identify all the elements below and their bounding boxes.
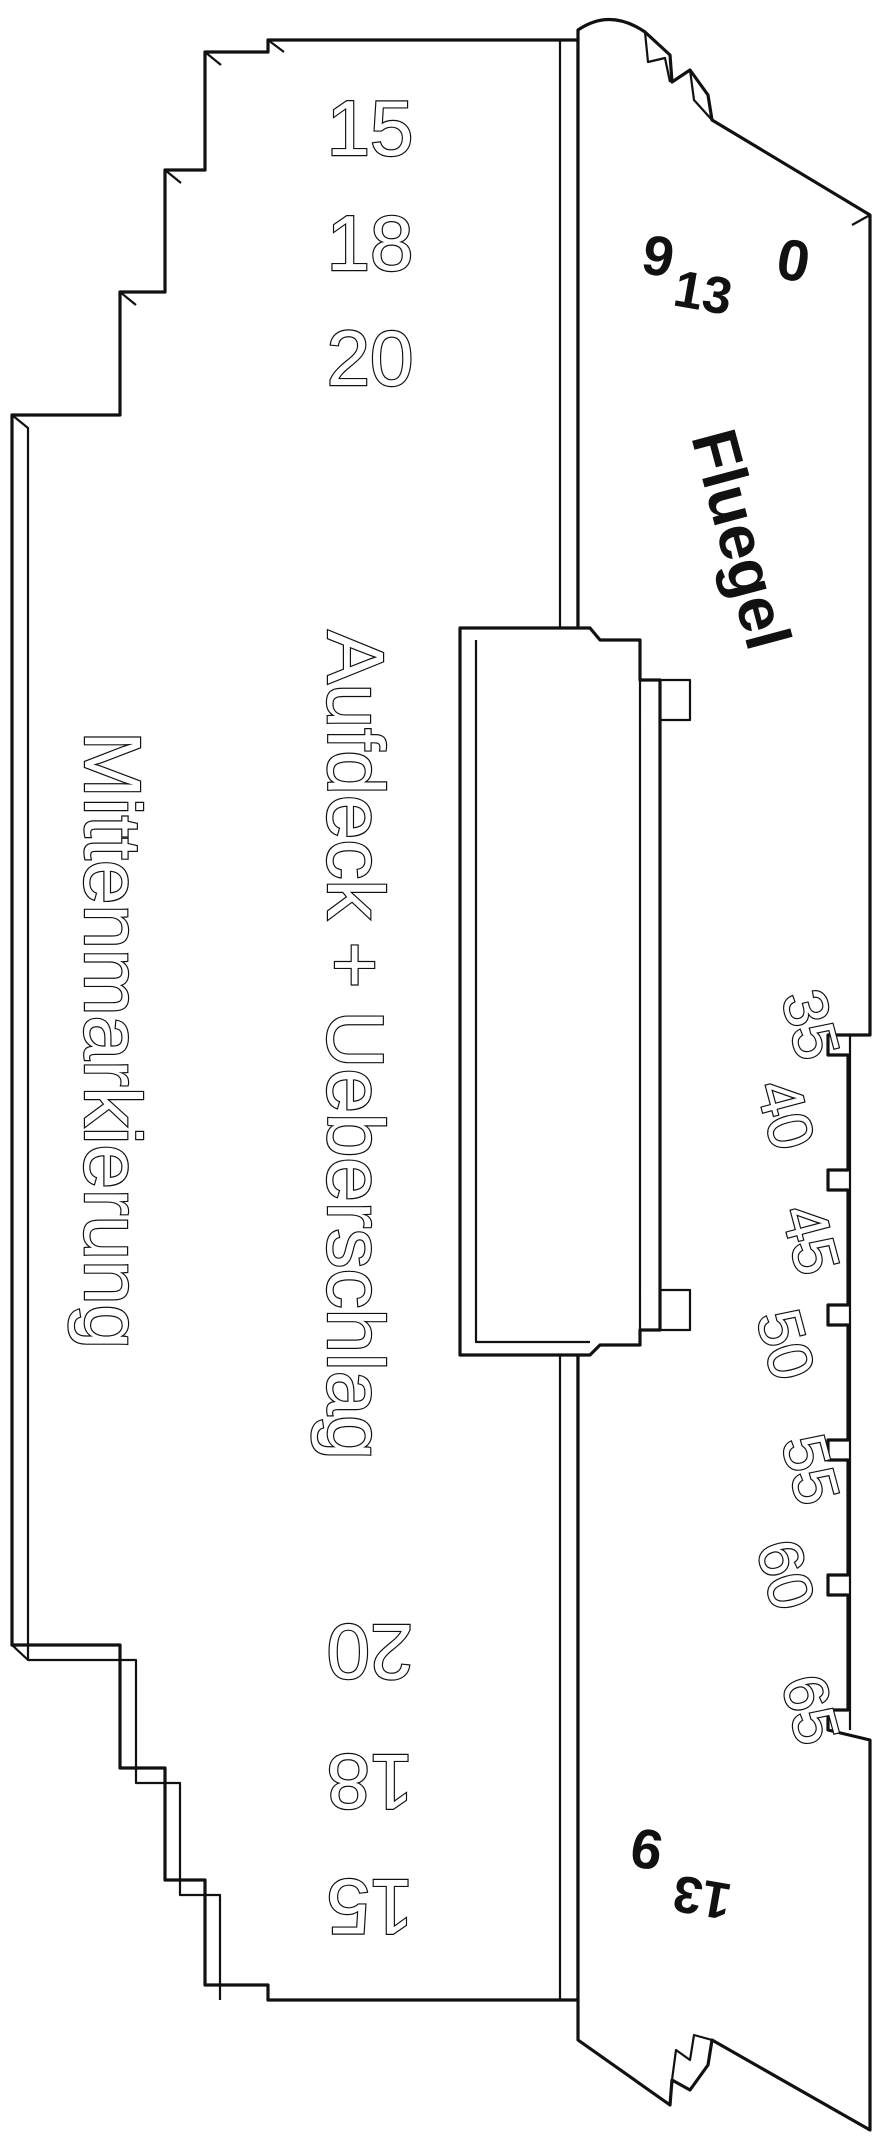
bottom-mark-18: 18 <box>327 1738 414 1826</box>
plate-step-edges <box>119 39 285 306</box>
plate-edge-left <box>11 414 222 2000</box>
top-mark-20: 20 <box>327 314 414 402</box>
label-aufdeck-ueberschlag: Aufdeck + Ueberschlag <box>311 630 400 1459</box>
bottom-mark-15: 15 <box>327 1863 414 1951</box>
window-cutout <box>458 626 662 1357</box>
bottom-mark-20: 20 <box>327 1608 414 1696</box>
wing-edge <box>848 214 871 2131</box>
wing-teeth <box>643 31 713 2081</box>
top-mark-15: 15 <box>327 84 414 172</box>
top-mark-18: 18 <box>327 199 414 287</box>
main-plate <box>10 38 580 2002</box>
wing-flap <box>576 17 872 2132</box>
flap-bottom-mark-13: 13 <box>669 1863 736 1930</box>
window-inner-edge <box>458 628 692 1355</box>
flap-top-mark-13: 13 <box>669 260 736 327</box>
label-mittenmarkierung: Mittenmarkierung <box>68 731 157 1349</box>
